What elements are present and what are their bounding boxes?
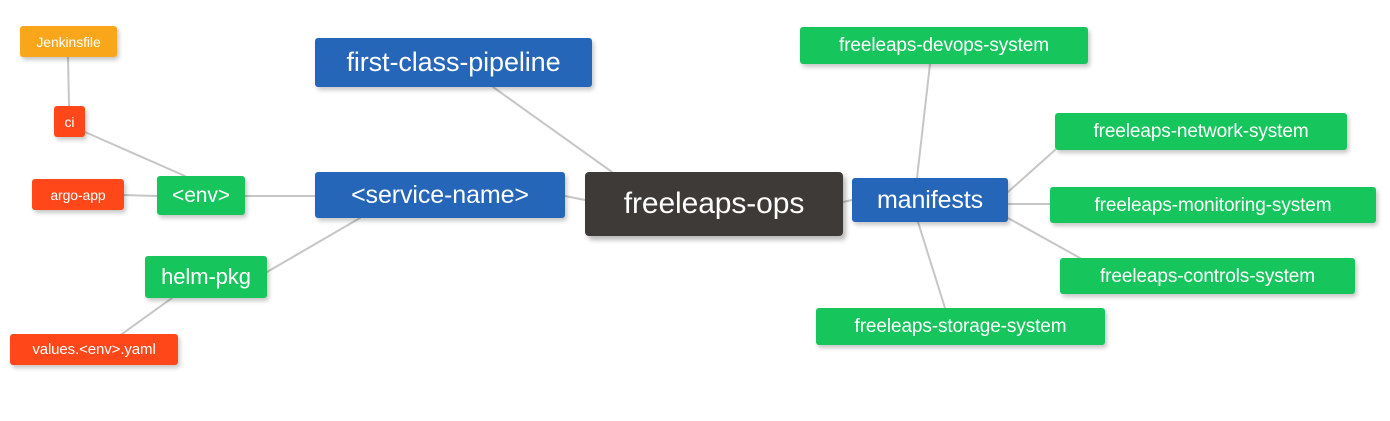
edge-manifests-to-freeleaps-controls-system bbox=[1007, 217, 1081, 259]
node-argo-app[interactable]: argo-app bbox=[32, 179, 124, 210]
node-first-class-pipeline[interactable]: first-class-pipeline bbox=[315, 38, 592, 87]
node-freeleaps-devops-system[interactable]: freeleaps-devops-system bbox=[800, 27, 1088, 64]
node-helm-pkg[interactable]: helm-pkg bbox=[145, 256, 267, 298]
node-label: values.<env>.yaml bbox=[32, 341, 156, 358]
node-label: first-class-pipeline bbox=[346, 47, 561, 77]
node-jenkinsfile[interactable]: Jenkinsfile bbox=[20, 26, 117, 57]
node-env[interactable]: <env> bbox=[157, 176, 245, 215]
node-label: freeleaps-controls-system bbox=[1099, 265, 1316, 287]
node-label: <env> bbox=[172, 184, 230, 207]
edge-ci-to-jenkinsfile bbox=[67, 56, 70, 107]
edge-helm-pkg-to-values-env-yaml bbox=[121, 297, 173, 335]
node-manifests[interactable]: manifests bbox=[852, 178, 1008, 222]
node-freeleaps-controls-system[interactable]: freeleaps-controls-system bbox=[1060, 258, 1355, 294]
node-label: Jenkinsfile bbox=[36, 33, 101, 50]
node-freeleaps-ops[interactable]: freeleaps-ops bbox=[585, 172, 843, 236]
node-label: helm-pkg bbox=[161, 264, 251, 289]
edge-freeleaps-ops-to-manifests bbox=[842, 199, 853, 203]
node-service-name[interactable]: <service-name> bbox=[315, 172, 565, 218]
node-label: ci bbox=[64, 113, 75, 130]
node-label: freeleaps-network-system bbox=[1093, 121, 1309, 142]
node-label: freeleaps-storage-system bbox=[854, 316, 1067, 337]
node-label: <service-name> bbox=[351, 180, 529, 209]
node-ci[interactable]: ci bbox=[54, 106, 85, 137]
edge-env-to-ci bbox=[84, 131, 186, 177]
node-label: argo-app bbox=[50, 186, 106, 203]
edge-freeleaps-ops-to-service-name bbox=[564, 195, 586, 201]
node-freeleaps-network-system[interactable]: freeleaps-network-system bbox=[1055, 113, 1347, 150]
edge-freeleaps-ops-to-first-class-pipeline bbox=[492, 86, 613, 173]
node-values-env-yaml[interactable]: values.<env>.yaml bbox=[10, 334, 178, 365]
node-label: manifests bbox=[876, 185, 984, 214]
node-label: freeleaps-ops bbox=[623, 187, 805, 220]
edge-manifests-to-freeleaps-storage-system bbox=[917, 221, 946, 309]
edge-manifests-to-freeleaps-network-system bbox=[1007, 149, 1056, 193]
node-label: freeleaps-devops-system bbox=[839, 35, 1049, 56]
node-label: freeleaps-monitoring-system bbox=[1094, 194, 1332, 216]
edge-manifests-to-freeleaps-devops-system bbox=[916, 63, 931, 179]
edge-env-to-argo-app bbox=[123, 194, 158, 197]
edge-service-name-to-helm-pkg bbox=[266, 217, 361, 273]
node-freeleaps-storage-system[interactable]: freeleaps-storage-system bbox=[816, 308, 1105, 345]
node-freeleaps-monitoring-system[interactable]: freeleaps-monitoring-system bbox=[1050, 187, 1376, 223]
